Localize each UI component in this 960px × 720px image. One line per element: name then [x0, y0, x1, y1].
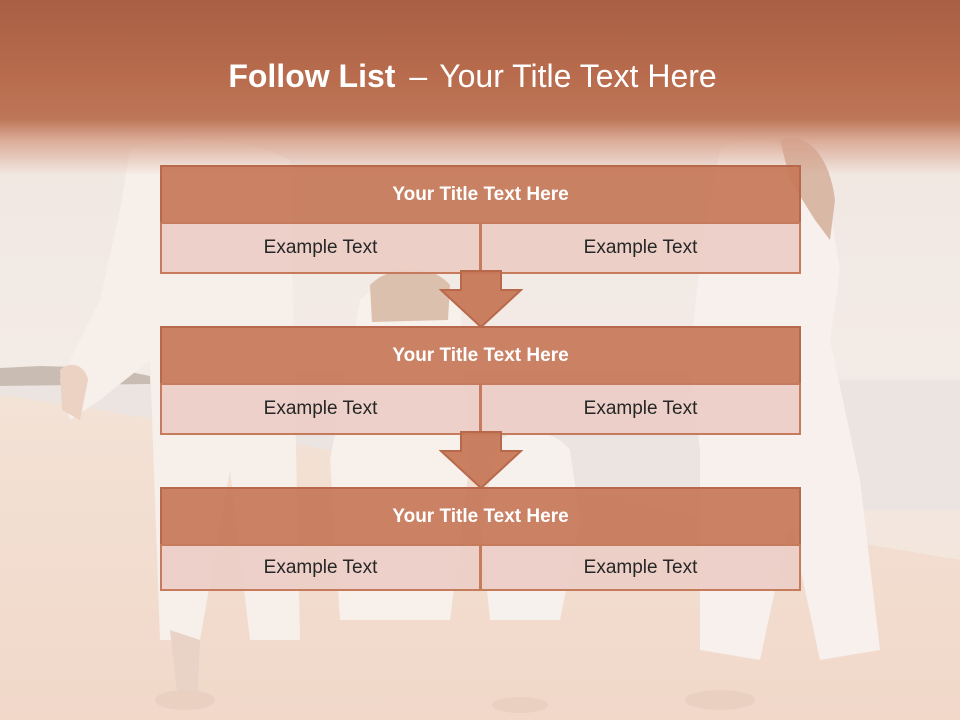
header-band: [0, 0, 960, 175]
block-cell-right: Example Text: [480, 222, 801, 274]
block-cell-left: Example Text: [160, 383, 481, 435]
block-cell-left: Example Text: [160, 544, 481, 591]
block-title: Your Title Text Here: [160, 165, 801, 224]
block-cell-right: Example Text: [480, 544, 801, 591]
title-bold: Follow List: [228, 58, 396, 94]
block-cell-left: Example Text: [160, 222, 481, 274]
block-cell-right: Example Text: [480, 383, 801, 435]
block-title: Your Title Text Here: [160, 326, 801, 385]
arrow-down-icon: [439, 270, 523, 329]
slide-title: Follow List–Your Title Text Here: [0, 54, 945, 98]
block-title: Your Title Text Here: [160, 487, 801, 546]
arrow-down-icon: [439, 431, 523, 490]
title-separator: –: [409, 58, 428, 94]
title-rest: Your Title Text Here: [439, 58, 717, 94]
